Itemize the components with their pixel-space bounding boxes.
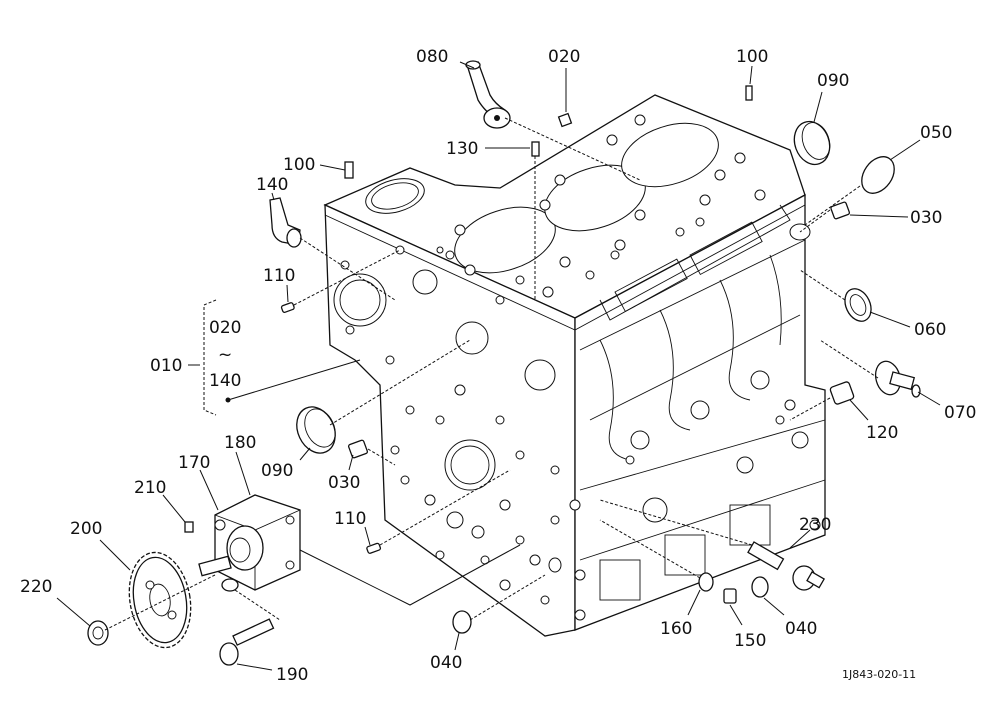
- part-020-plug: [557, 112, 573, 128]
- part-060-seal: [844, 288, 872, 322]
- callout-140: 140: [256, 175, 288, 195]
- part-080-elbow-pipe: [465, 60, 511, 129]
- callout-120: 120: [866, 423, 898, 443]
- callout-060: 060: [914, 320, 946, 340]
- part-200-gear: [128, 551, 192, 649]
- part-190-bolt: [219, 618, 275, 666]
- range-group-label: 010: [150, 356, 182, 376]
- leader-lines: [56, 61, 941, 671]
- part-090-cup-plug: [793, 120, 831, 166]
- callout-100: 100: [736, 47, 768, 67]
- part-110-pin: [280, 302, 295, 313]
- callout-100-left: 100: [283, 155, 315, 175]
- callout-190: 190: [276, 665, 308, 685]
- part-160-washer: [698, 572, 714, 592]
- callout-130: 130: [446, 139, 478, 159]
- cylinder-block: [323, 94, 826, 637]
- part-040-plug-left: [452, 610, 472, 634]
- range-bottom-label: 140: [209, 371, 241, 391]
- range-top-label: 020: [209, 318, 241, 338]
- callout-090-lower: 090: [261, 461, 293, 481]
- callout-110: 110: [263, 266, 295, 286]
- callout-070: 070: [944, 403, 976, 423]
- assembly-lines: [104, 117, 879, 631]
- part-050-plate: [861, 156, 895, 194]
- callout-110-lower: 110: [334, 509, 366, 529]
- part-140-elbow: [269, 197, 302, 248]
- callout-200: 200: [70, 519, 102, 539]
- part-100-pin: [745, 85, 753, 101]
- callout-labels: 080 020 100 090 050 130 100 030 140 110 …: [20, 47, 976, 685]
- callout-030: 030: [910, 208, 942, 228]
- callout-150: 150: [734, 631, 766, 651]
- callout-090: 090: [817, 71, 849, 91]
- part-030-plug: [830, 201, 850, 220]
- part-100-pin-left: [344, 161, 354, 179]
- part-090-cup-plug-lower: [296, 406, 336, 454]
- callout-210: 210: [134, 478, 166, 498]
- part-070-plug: [874, 360, 921, 398]
- callout-020: 020: [548, 47, 580, 67]
- callout-220: 220: [20, 577, 52, 597]
- block-side-details: [548, 204, 826, 621]
- callout-230: 230: [799, 515, 831, 535]
- part-220-nut: [87, 620, 109, 646]
- part-120-sleeve: [829, 381, 855, 405]
- part-030-plug-lower: [348, 439, 368, 459]
- range-tilde: ~: [218, 345, 232, 365]
- part-150-plug: [723, 588, 737, 604]
- part-210-key: [184, 521, 194, 533]
- side-face-holes: [333, 245, 560, 605]
- part-230-sensor: [747, 541, 826, 591]
- callout-080: 080: [416, 47, 448, 67]
- part-130-pin: [531, 141, 540, 157]
- document-code: 1J843-020-11: [842, 668, 916, 681]
- callout-040-right: 040: [785, 619, 817, 639]
- callout-160: 160: [660, 619, 692, 639]
- part-040-plug-right: [751, 576, 769, 598]
- part-110-pin-lower: [366, 542, 382, 554]
- callout-050: 050: [920, 123, 952, 143]
- callout-180: 180: [224, 433, 256, 453]
- deck-holes: [445, 114, 766, 298]
- callout-170: 170: [178, 453, 210, 473]
- callout-040-left: 040: [430, 653, 462, 673]
- part-170-180-oil-pump: [198, 494, 301, 592]
- callout-030-lower: 030: [328, 473, 360, 493]
